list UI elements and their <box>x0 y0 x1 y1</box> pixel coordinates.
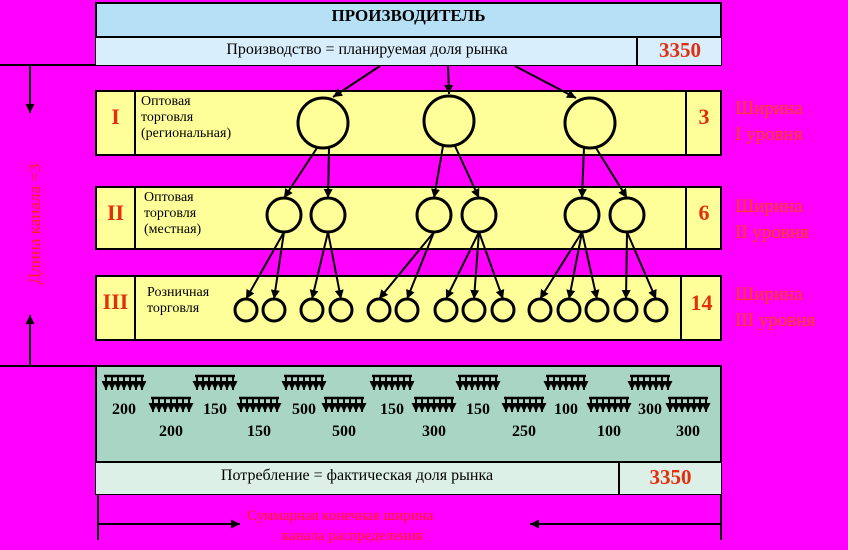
level-1-width-line-1: Ширина <box>735 98 803 119</box>
production-row <box>96 36 638 65</box>
level-1-bar <box>95 90 722 156</box>
production-value: 3350 <box>659 38 701 62</box>
level-1-count: 3 <box>698 104 710 129</box>
level-2-roman: II <box>106 200 125 225</box>
level-1-label-line-3: (региональная) <box>141 126 232 141</box>
level-3-label-line-1: Розничная <box>147 285 210 300</box>
total-width-line-1: Суммарная конечная ширина <box>247 508 434 524</box>
level-1-roman-cell <box>95 90 136 156</box>
level-2-label-line-3: (местная) <box>144 222 202 237</box>
level-2-count-cell <box>685 186 722 250</box>
level-2-roman-cell <box>95 186 136 250</box>
level-3-width-line-1: Ширина <box>735 284 803 305</box>
level-2-label-line-2: торговля <box>144 206 197 221</box>
total-width-line-2: канала распределения <box>282 528 423 544</box>
level-3-roman-cell <box>95 275 136 341</box>
level-3-roman: III <box>102 289 129 314</box>
level-2-label-line-1: Оптовая <box>144 190 194 205</box>
level-2-count: 6 <box>698 200 710 225</box>
level-3-count: 14 <box>690 290 713 315</box>
level-1-label-line-1: Оптовая <box>141 94 191 109</box>
channel-length-label: Длина канала =3 <box>25 163 44 285</box>
level-1-count-cell <box>685 90 722 156</box>
level-3-count-cell <box>680 275 722 341</box>
level-1-roman: I <box>111 104 120 129</box>
level-2-width-line-1: Ширина <box>735 196 803 217</box>
production-text: Производство = планируемая доля рынка <box>226 41 508 58</box>
consumption-value: 3350 <box>649 465 692 489</box>
consumption-row <box>96 461 620 494</box>
consumption-value-cell <box>620 461 721 494</box>
consumption-text: Потребление = фактическая доля рынка <box>220 467 494 484</box>
level-1-width-line-2: I уровня <box>735 124 803 145</box>
level-3-width-line-2: III уровня <box>735 310 816 331</box>
producer-title: ПРОИЗВОДИТЕЛЬ <box>331 6 486 25</box>
level-1-label-line-2: торговля <box>141 110 194 125</box>
production-value-cell <box>638 36 721 65</box>
level-2-width-line-2: II уровня <box>735 222 809 243</box>
level-3-label-line-2: торговля <box>147 301 200 316</box>
